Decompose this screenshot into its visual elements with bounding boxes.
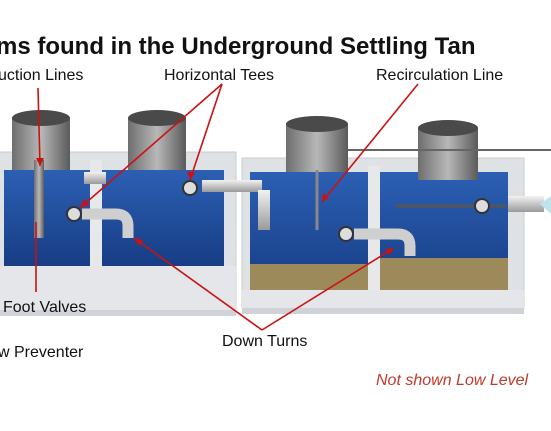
suction-pipe	[34, 160, 44, 238]
arrow-heads	[36, 158, 394, 255]
label-down-turns: Down Turns	[222, 333, 308, 350]
label-backflow-preventer: w Preventer	[0, 344, 84, 361]
riser-4	[418, 120, 478, 180]
arrow-downturn-2	[261, 247, 395, 331]
horizontal-tee-1	[182, 180, 198, 196]
label-foot-valves: Foot Valves	[3, 299, 87, 316]
connecting-pipe	[202, 180, 262, 192]
label-horizontal-tees: Horizontal Tees	[164, 67, 274, 84]
arrow-downturn-1	[133, 237, 263, 331]
label-suction-lines: uction Lines	[0, 67, 84, 84]
label-recirculation-line: Recirculation Line	[376, 67, 504, 84]
sediment-2	[380, 258, 508, 290]
left-tank	[0, 151, 237, 316]
riser-3	[286, 116, 348, 172]
note-not-shown: Not shown Low Level	[376, 372, 529, 389]
arrow-suction	[37, 87, 41, 167]
sediment-1	[250, 264, 368, 290]
pipes	[34, 149, 551, 256]
down-turn-1	[82, 208, 134, 238]
arrow-tee-2	[79, 83, 223, 209]
horizontal-tee-2	[66, 206, 82, 222]
callout-arrows	[35, 83, 419, 331]
diagram-title: ms found in the Underground Settling Tan	[0, 33, 476, 60]
riser-2	[128, 110, 186, 170]
down-turn-2	[354, 228, 416, 256]
arrow-recirculation	[321, 83, 419, 203]
arrow-tee-1	[189, 83, 223, 181]
